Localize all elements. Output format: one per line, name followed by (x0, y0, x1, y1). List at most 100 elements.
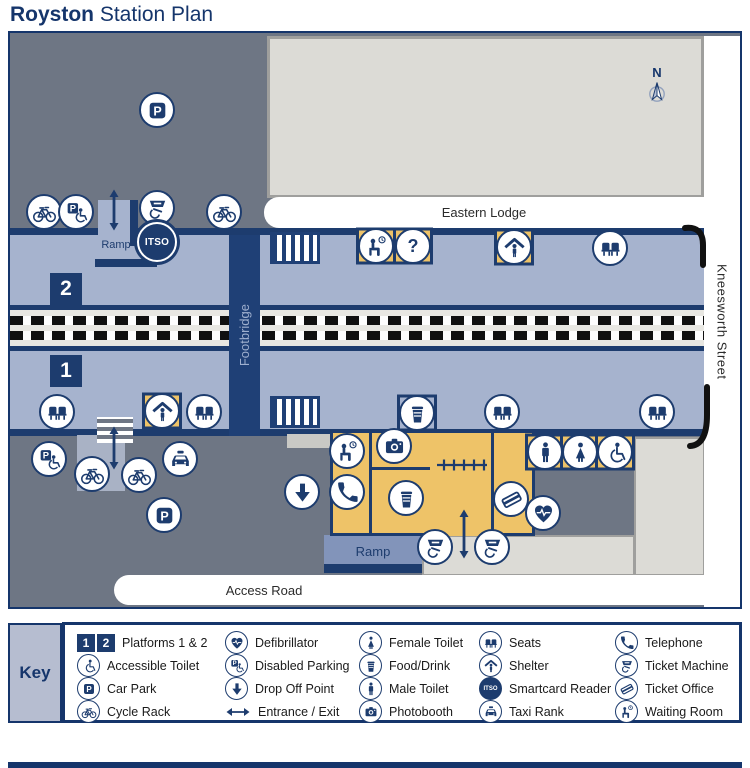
accessible-toilet-icon (77, 654, 100, 677)
key-item-label: Entrance / Exit (258, 704, 340, 719)
footbridge: Footbridge (229, 235, 260, 436)
cycle-icon (26, 194, 62, 230)
male-toilet-icon (527, 434, 563, 470)
ticket-machine-icon (417, 529, 453, 565)
entrance-exit-arrow-icon (107, 188, 121, 232)
page-title: Royston Station Plan (10, 3, 213, 27)
upper-ramp-base (95, 259, 157, 267)
station-map: N Eastern Lodge Kneesworth Street Ramp F… (8, 31, 742, 609)
footbridge-stairs-platform-2 (270, 232, 320, 264)
upper-ramp (98, 200, 134, 268)
accessible-toilet-icon (597, 434, 633, 470)
station-name: Royston (10, 3, 94, 26)
seats-icon (39, 394, 75, 430)
smartcard-icon: ITSO (479, 677, 502, 700)
key-item: Entrance / Exit (225, 700, 359, 723)
key-item-label: Car Park (107, 681, 157, 696)
eastern-lodge-grounds (267, 36, 704, 198)
platform-2-number: 2 (50, 273, 82, 305)
key-item: Accessible Toilet (77, 654, 225, 677)
seats-icon (592, 230, 628, 266)
key-label: Key (19, 663, 51, 682)
disabled-parking-icon: P (58, 194, 94, 230)
svg-text:P: P (232, 661, 236, 667)
lower-ramp-base (324, 564, 422, 573)
platform-1-area (10, 351, 704, 429)
lower-ramp-label: Ramp (355, 543, 391, 559)
svg-text:P: P (153, 104, 161, 118)
key-item: Defibrillator (225, 631, 359, 654)
upper-ramp-wall (130, 200, 138, 246)
map-icons-layer: P P ITSO? P P (10, 33, 740, 607)
key-item-label: Food/Drink (389, 658, 451, 673)
defibrillator-icon (525, 495, 561, 531)
key-item: Female Toilet (359, 631, 479, 654)
key-item: Shelter (479, 654, 615, 677)
rail-line (10, 316, 704, 325)
key-item: Cycle Rack (77, 700, 225, 723)
svg-text:P: P (69, 203, 75, 213)
platform-1-number: 1 (50, 355, 82, 387)
svg-text:P: P (42, 450, 48, 460)
help-icon: ? (395, 228, 431, 264)
seats-icon (479, 631, 502, 654)
bottom-bar (8, 762, 742, 768)
key-item: P Disabled Parking (225, 654, 359, 677)
ticket-office-icon (493, 481, 529, 517)
key-label-box: Key (8, 623, 62, 723)
title-rest: Station Plan (94, 3, 214, 26)
photobooth-icon (359, 700, 382, 723)
canopy-bracket-bottom (686, 383, 712, 456)
cycle-icon (74, 456, 110, 492)
kneesworth-street-label: Kneesworth Street (714, 263, 730, 380)
food-drink-icon (388, 480, 424, 516)
entrance-exit-arrow-icon (457, 508, 471, 560)
compass-icon (644, 80, 670, 111)
car-park-icon: P (77, 677, 100, 700)
entrance-exit-h-icon (225, 705, 251, 719)
shelter-icon (479, 654, 502, 677)
access-road-label: Access Road (225, 582, 303, 598)
key-item-label: Female Toilet (389, 635, 464, 650)
key-item-label: Ticket Office (645, 681, 714, 696)
key-item-label: Platforms 1 & 2 (122, 635, 208, 650)
ticket-machine-icon (615, 654, 638, 677)
key-item-label: Male Toilet (389, 681, 449, 696)
waiting-room-icon (358, 228, 394, 264)
platform-number-badge: 2 (97, 633, 115, 652)
eastern-lodge-band: Eastern Lodge (264, 197, 704, 228)
platform-number-badge: 1 (77, 633, 95, 652)
cycle-icon (121, 457, 157, 493)
key-item-label: Accessible Toilet (107, 658, 200, 673)
car-park-icon: P (146, 497, 182, 533)
key-item-label: Seats (509, 635, 541, 650)
cycle-icon (77, 700, 100, 723)
shelter-icon (496, 229, 532, 265)
car-park-icon: P (139, 92, 175, 128)
kneesworth-street-strip: Kneesworth Street (704, 36, 740, 607)
upper-ramp-label: Ramp (101, 239, 131, 251)
path-strip (287, 434, 332, 448)
forecourt-east (634, 437, 705, 576)
access-road-band: Access Road (114, 575, 704, 605)
key-item-label: Shelter (509, 658, 549, 673)
taxi-icon (479, 700, 502, 723)
shelter-icon (144, 393, 180, 429)
svg-text:P: P (86, 685, 92, 694)
key-item-label: Ticket Machine (645, 658, 729, 673)
key-item-label: Waiting Room (645, 704, 724, 719)
key-item-label: Taxi Rank (509, 704, 564, 719)
key-item: Waiting Room (615, 700, 737, 723)
key-item-label: Telephone (645, 635, 703, 650)
key-item: Ticket Machine (615, 654, 737, 677)
smartcard-icon: ITSO (137, 222, 177, 262)
key-item-label: Disabled Parking (255, 658, 350, 673)
disabled-parking-icon: P (31, 441, 67, 477)
seats-icon (186, 394, 222, 430)
